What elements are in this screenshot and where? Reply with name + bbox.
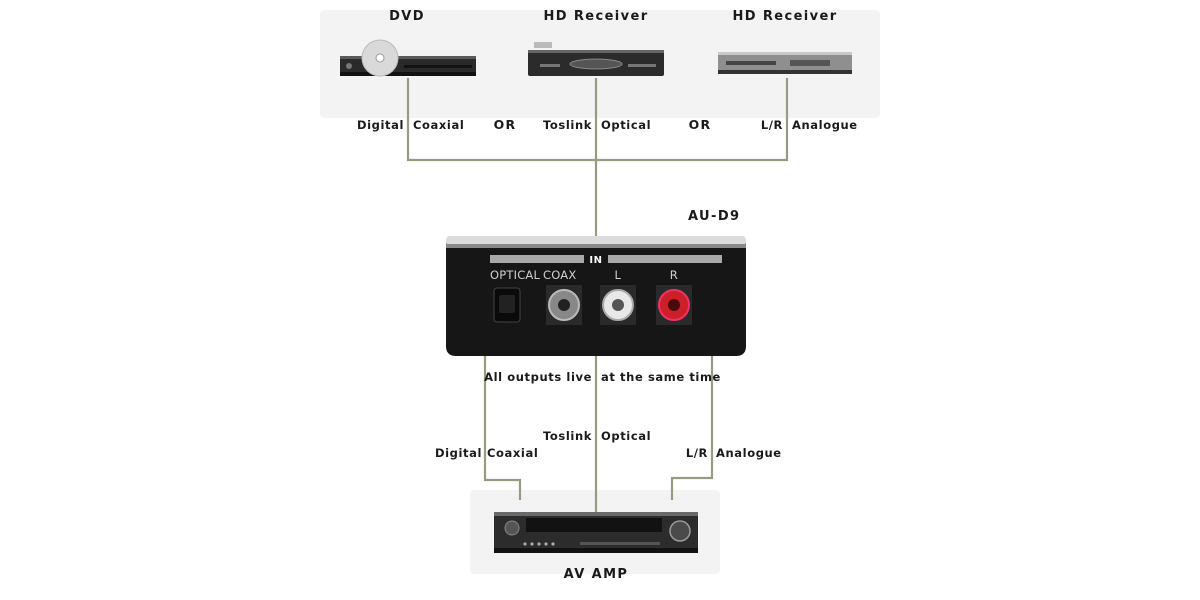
output-label-coaxial: Coaxial <box>487 446 539 460</box>
port-label-coax: COAX <box>543 268 577 282</box>
wire-dvd <box>406 78 789 162</box>
device-name: AU-D9 <box>688 209 741 224</box>
source-label-analogue: Analogue <box>792 118 858 132</box>
r-port-icon <box>656 285 692 325</box>
output-label-lr: L/R <box>685 446 708 460</box>
source-title-dvd: DVD <box>389 9 425 24</box>
port-label-optical: OPTICAL <box>490 268 541 282</box>
av-amp-icon <box>494 512 698 553</box>
source-label-digital: Digital <box>356 118 404 132</box>
output-label-optical: Optical <box>601 429 652 443</box>
outputs-note-left: All outputs live <box>484 370 592 384</box>
source-label-toslink: Toslink <box>543 118 592 132</box>
wire-out-coaxial <box>483 356 522 500</box>
dvd-player-icon <box>340 39 476 77</box>
output-label-digital: Digital <box>434 446 482 460</box>
source-label-optical: Optical <box>601 118 652 132</box>
source-title-hd-receiver-2: HD Receiver <box>732 9 838 24</box>
connector-or-1: OR <box>493 117 517 132</box>
source-label-coaxial: Coaxial <box>413 118 465 132</box>
device-in-label: IN <box>589 255 603 266</box>
hd-receiver-1-icon <box>528 42 664 76</box>
sink-title: AV AMP <box>563 567 629 582</box>
wire-out-analogue <box>670 356 714 500</box>
outputs-note-right: at the same time <box>601 370 721 384</box>
hd-receiver-2-icon <box>718 52 852 74</box>
coax-port-icon <box>546 285 582 325</box>
port-label-r: R <box>669 268 679 282</box>
output-label-toslink: Toslink <box>543 429 592 443</box>
l-port-icon <box>600 285 636 325</box>
au-d9-device-icon <box>446 236 746 356</box>
output-label-analogue: Analogue <box>716 446 782 460</box>
wire-group <box>406 78 789 512</box>
source-label-lr: L/R <box>760 118 783 132</box>
connector-or-2: OR <box>688 117 712 132</box>
source-title-hd-receiver-1: HD Receiver <box>543 9 649 24</box>
port-label-l: L <box>614 268 622 282</box>
